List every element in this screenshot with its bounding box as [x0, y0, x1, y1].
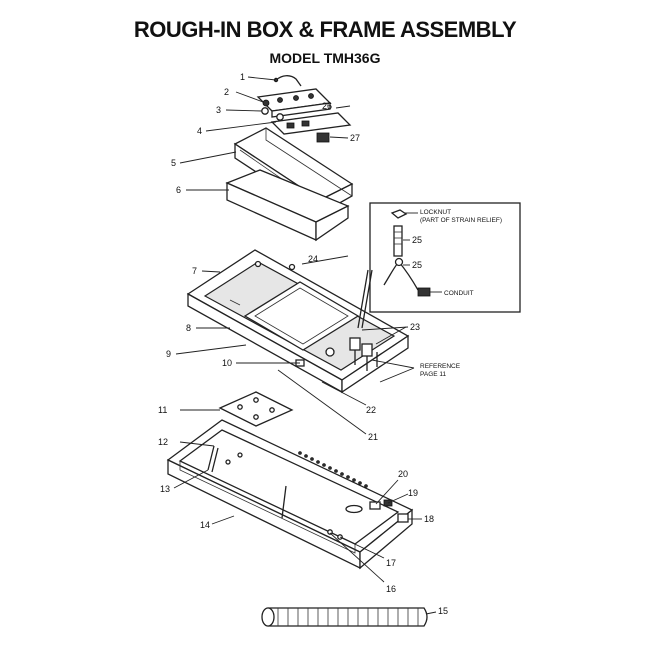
callout-5: 5 — [171, 158, 176, 168]
terminal-block-part — [256, 88, 332, 118]
callout-14: 14 — [200, 520, 210, 530]
callout-24: 24 — [308, 254, 318, 264]
part-callouts: 1 2 3 4 5 6 7 8 9 10 11 12 13 14 15 16 1… — [158, 72, 448, 616]
callout-4: 4 — [197, 126, 202, 136]
callout-12: 12 — [158, 437, 168, 447]
callout-1: 1 — [240, 72, 245, 82]
callout-6: 6 — [176, 185, 181, 195]
frame-vent-dots — [298, 451, 368, 488]
callout-27: 27 — [350, 133, 360, 143]
callout-22: 22 — [366, 405, 376, 415]
callout-13: 13 — [160, 484, 170, 494]
callout-16: 16 — [386, 584, 396, 594]
callout-10: 10 — [222, 358, 232, 368]
callout-7: 7 — [192, 266, 197, 276]
callout-17: 17 — [386, 558, 396, 568]
callout-25b: 25 — [412, 260, 422, 270]
callout-25a: 25 — [412, 235, 422, 245]
callout-9: 9 — [166, 349, 171, 359]
reference-line2: PAGE 11 — [420, 371, 447, 378]
reference-line1: REFERENCE — [420, 363, 461, 370]
rough-in-box-part — [186, 249, 410, 394]
callout-2: 2 — [224, 87, 229, 97]
locknut-label: LOCKNUT — [420, 209, 451, 216]
wire-lead-part — [273, 75, 302, 87]
diagram-title: ROUGH-IN BOX & FRAME ASSEMBLY — [133, 17, 517, 42]
callout-19: 19 — [408, 488, 418, 498]
inset-labels: LOCKNUT (PART OF STRAIN RELIEF) 25 25 CO… — [412, 209, 502, 297]
callout-23: 23 — [410, 322, 420, 332]
conduit-label: CONDUIT — [444, 290, 474, 297]
callout-18: 18 — [424, 514, 434, 524]
callout-21: 21 — [368, 432, 378, 442]
flex-duct-part — [261, 607, 428, 627]
frame-part — [166, 419, 414, 570]
mounting-plate-part — [218, 391, 294, 427]
reference-note: REFERENCE PAGE 11 — [420, 363, 461, 378]
callout-11: 11 — [158, 405, 167, 415]
callout-15: 15 — [438, 606, 448, 616]
insulation-part — [225, 169, 350, 242]
locknut-sub-label: (PART OF STRAIN RELIEF) — [420, 217, 502, 224]
bracket-part — [270, 112, 352, 143]
leader-lines — [173, 76, 437, 615]
strain-relief-inset — [357, 202, 521, 329]
callout-8: 8 — [186, 323, 191, 333]
callout-26: 26 — [322, 101, 332, 111]
callout-3: 3 — [216, 105, 221, 115]
model-label: MODEL TMH36G — [269, 50, 381, 66]
callout-20: 20 — [398, 469, 408, 479]
